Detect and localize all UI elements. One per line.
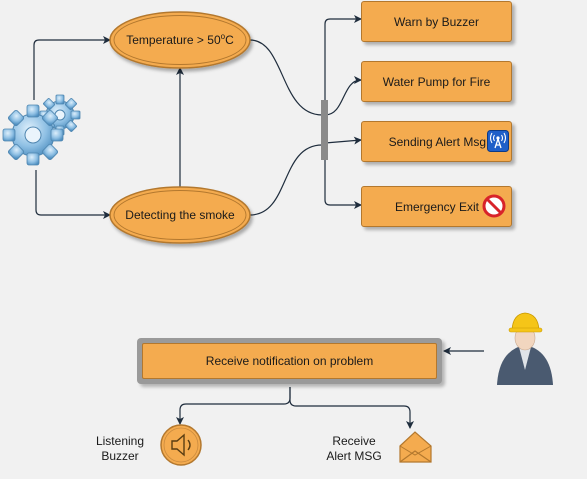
edge-junction-to-pump bbox=[324, 76, 362, 116]
antenna-signal-icon bbox=[487, 130, 509, 152]
node-emergency-exit-label: Emergency Exit bbox=[394, 199, 479, 214]
listening-buzzer-line1: Listening bbox=[96, 434, 144, 448]
edge-notification-to-envelope bbox=[289, 387, 414, 429]
node-water-pump: Water Pump for Fire bbox=[361, 61, 512, 102]
edge-smoke-to-junction bbox=[249, 144, 323, 216]
node-temperature bbox=[109, 11, 251, 69]
no-entry-icon bbox=[482, 194, 506, 218]
node-smoke bbox=[109, 186, 251, 244]
receive-alert-line1: Receive bbox=[332, 434, 376, 448]
speaker-icon bbox=[160, 424, 202, 466]
node-alert-msg-label: Sending Alert Msg bbox=[388, 134, 486, 149]
node-receive-notification: Receive notification on problem bbox=[137, 338, 442, 384]
receive-alert-line2: Alert MSG bbox=[326, 449, 381, 463]
node-smoke-label: Detecting the smoke bbox=[125, 208, 235, 222]
edge-junction-to-alert bbox=[324, 136, 362, 145]
node-receive-notification-label: Receive notification on problem bbox=[205, 354, 374, 368]
listening-buzzer-line2: Buzzer bbox=[101, 449, 138, 463]
edge-gears-to-temperature bbox=[33, 36, 111, 100]
node-alert-msg: Sending Alert Msg bbox=[361, 121, 512, 162]
node-warn-buzzer: Warn by Buzzer bbox=[361, 1, 512, 42]
envelope-icon bbox=[399, 431, 432, 463]
edge-junction-to-exit bbox=[324, 160, 362, 209]
gears-icon bbox=[2, 94, 81, 166]
edge-gears-to-smoke bbox=[35, 170, 111, 219]
node-water-pump-label: Water Pump for Fire bbox=[382, 74, 491, 89]
edge-temperature-to-junction bbox=[249, 39, 323, 116]
worker-avatar-icon bbox=[497, 312, 553, 385]
edges bbox=[33, 15, 484, 429]
edge-junction-to-buzzer bbox=[324, 15, 362, 100]
edge-notification-to-speaker bbox=[176, 387, 291, 425]
node-emergency-exit: Emergency Exit bbox=[361, 186, 512, 227]
node-temperature-label: Temperature > 50oC bbox=[126, 32, 234, 47]
junction-bar bbox=[321, 100, 328, 160]
node-warn-buzzer-label: Warn by Buzzer bbox=[394, 14, 479, 29]
